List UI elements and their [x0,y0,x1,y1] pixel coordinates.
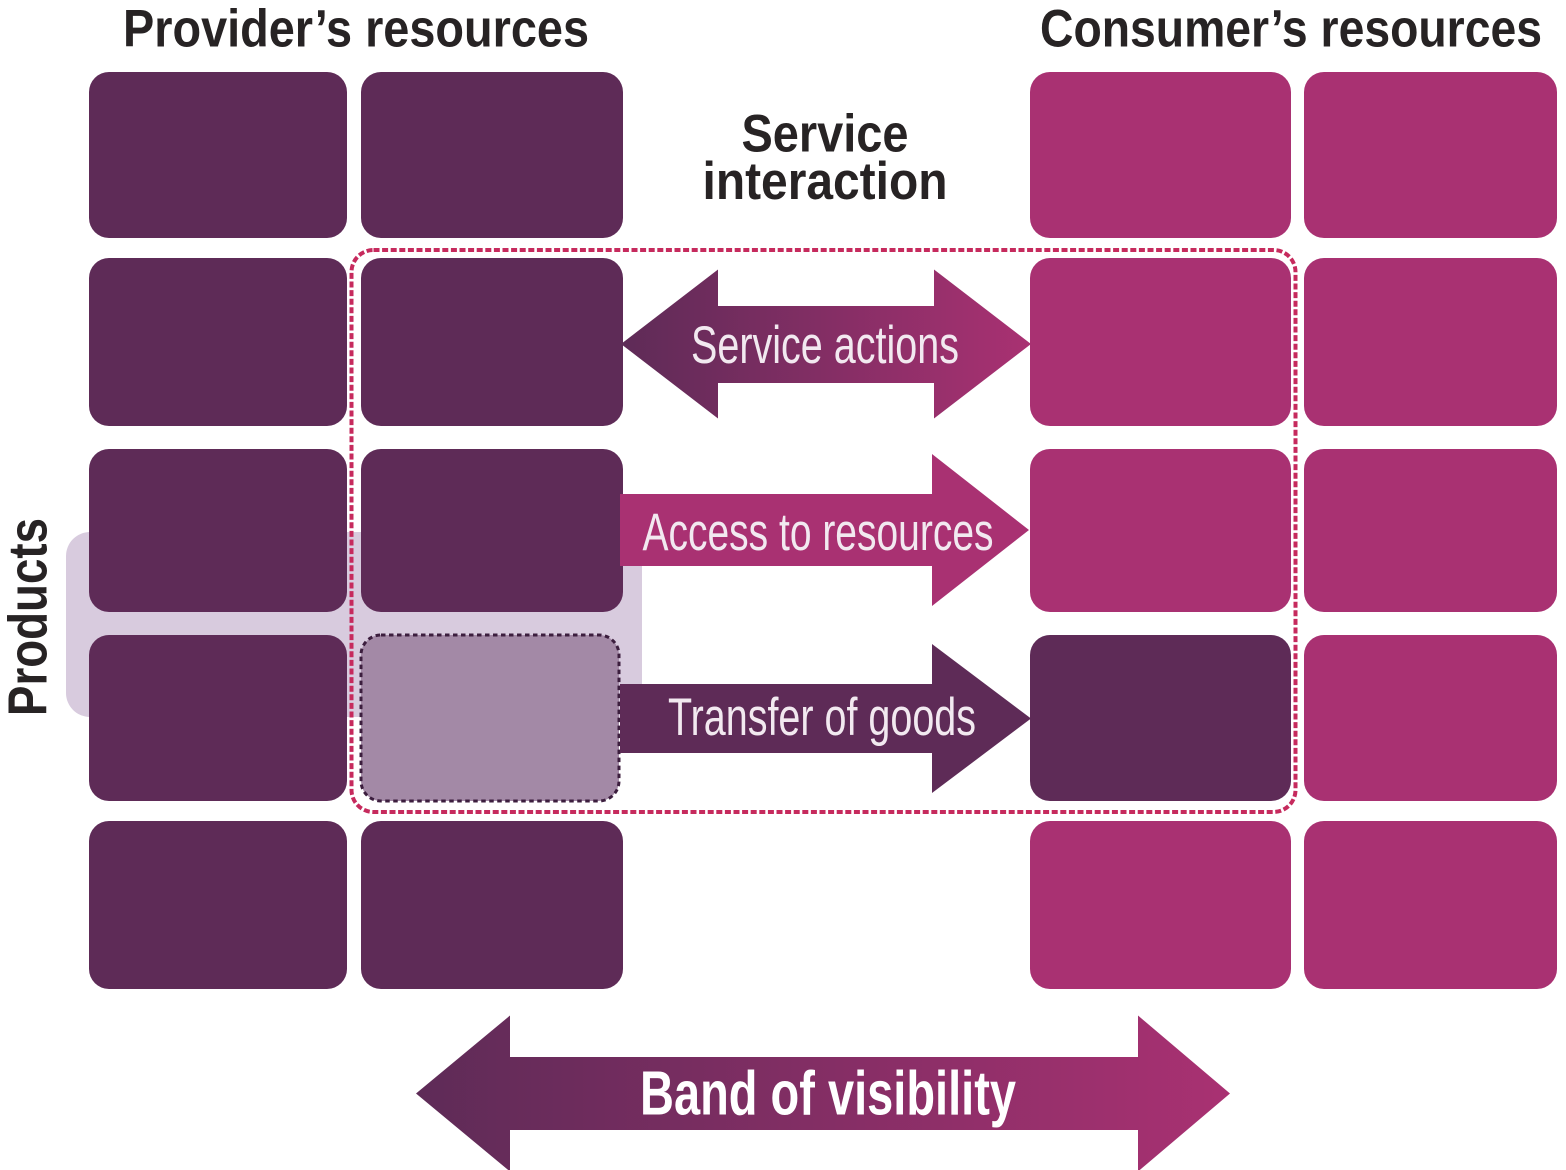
svg-text:Provider’s resources: Provider’s resources [123,0,589,59]
svg-text:Band of visibility: Band of visibility [640,1060,1016,1129]
svg-text:Service actions: Service actions [691,316,959,375]
svg-text:Consumer’s resources: Consumer’s resources [1040,0,1542,59]
svg-text:Products: Products [0,518,59,716]
svg-text:interaction: interaction [703,152,948,211]
svg-text:Transfer of goods: Transfer of goods [668,688,976,747]
svg-text:Service: Service [742,105,909,164]
svg-text:Access to resources: Access to resources [643,503,994,562]
